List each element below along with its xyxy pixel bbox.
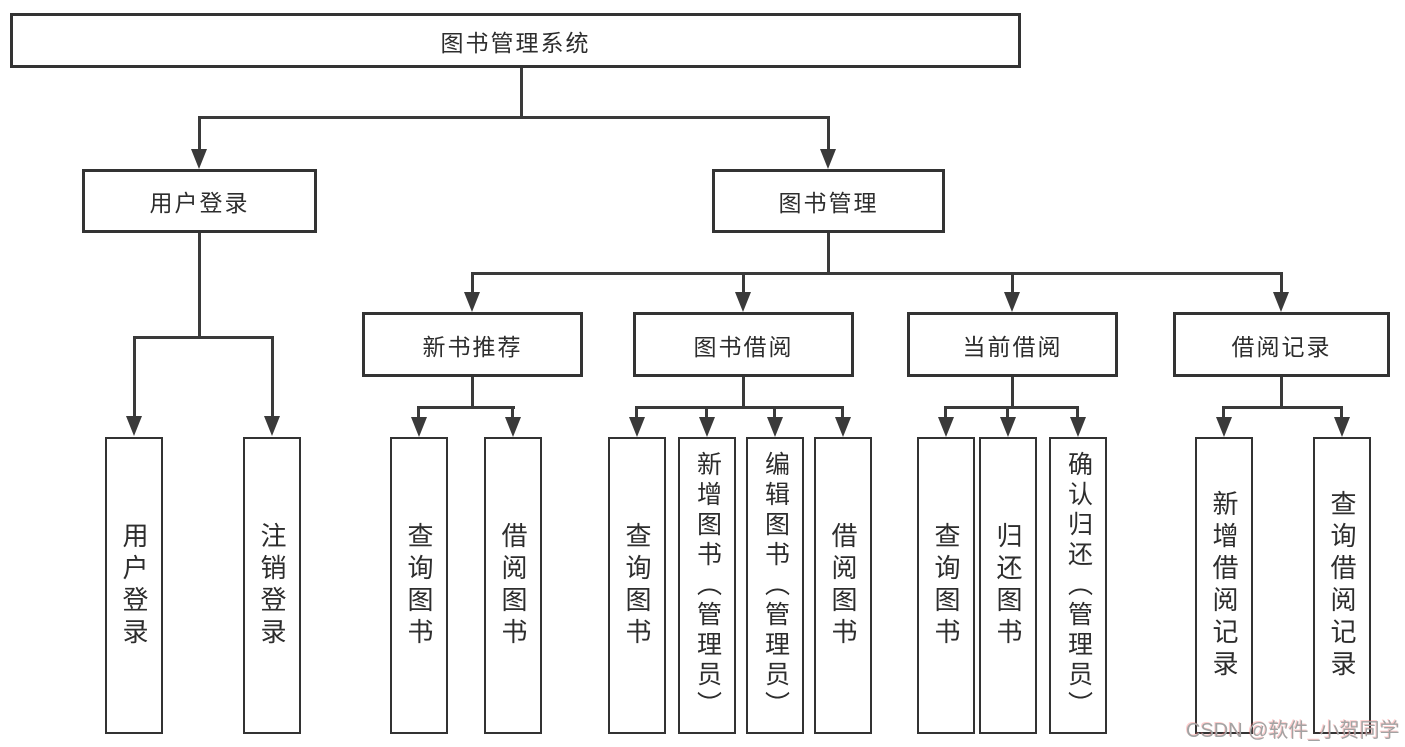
leaf-label: 注销登录: [257, 521, 287, 650]
connector-line: [635, 406, 638, 418]
node-login-logout: 注销登录: [243, 437, 301, 734]
arrowhead-down: [820, 149, 836, 169]
connector-line: [471, 272, 1283, 275]
connector-line: [827, 233, 830, 274]
node-borrowing-edit-books-admin: 编辑图书（管理员）: [746, 437, 804, 734]
arrowhead-down: [1000, 417, 1016, 437]
leaf-label: 归还图书: [993, 521, 1023, 650]
arrowhead-down: [1334, 417, 1350, 437]
connector-line: [841, 406, 844, 418]
node-current-return-books: 归还图书: [979, 437, 1037, 734]
node-user-login: 用户登录: [82, 169, 317, 233]
node-borrowing-query-books: 查询图书: [608, 437, 666, 734]
arrowhead-down: [264, 416, 280, 436]
arrowhead-down: [1216, 417, 1232, 437]
connector-line: [198, 233, 201, 337]
arrowhead-down: [699, 417, 715, 437]
connector-line: [471, 377, 474, 408]
connector-line: [198, 116, 830, 119]
arrowhead-down: [1273, 292, 1289, 312]
connector-line: [198, 116, 201, 150]
connector-line: [520, 68, 523, 117]
arrowhead-down: [126, 416, 142, 436]
arrowhead-down: [735, 292, 751, 312]
node-recommend-borrow-books: 借阅图书: [484, 437, 542, 734]
node-recommend-query-books: 查询图书: [390, 437, 448, 734]
leaf-label: 查询借阅记录: [1327, 489, 1357, 682]
leaf-label: 借阅图书: [828, 521, 858, 650]
leaf-label: 查询图书: [931, 521, 961, 650]
connector-line: [511, 406, 514, 418]
node-new-book-recommend: 新书推荐: [362, 312, 583, 377]
leaf-label: 查询图书: [404, 521, 434, 650]
connector-line: [271, 336, 274, 417]
arrowhead-down: [938, 417, 954, 437]
leaf-label: 新增借阅记录: [1209, 489, 1239, 682]
arrowhead-down: [1004, 292, 1020, 312]
node-login-user: 用户登录: [105, 437, 163, 734]
arrowhead-down: [411, 417, 427, 437]
arrowhead-down: [767, 417, 783, 437]
node-current-borrowing: 当前借阅: [907, 312, 1118, 377]
leaf-label: 确认归还（管理员）: [1064, 450, 1093, 721]
arrowhead-down: [629, 417, 645, 437]
connector-line: [1280, 377, 1283, 408]
connector-line: [1222, 406, 1343, 409]
watermark: CSDN @软件_小贺同学: [1186, 720, 1400, 742]
connector-line: [944, 406, 947, 418]
connector-line: [417, 406, 515, 409]
leaf-label: 用户登录: [119, 521, 149, 650]
node-borrowing-add-books-admin: 新增图书（管理员）: [678, 437, 736, 734]
node-root: 图书管理系统: [10, 13, 1021, 68]
arrowhead-down: [835, 417, 851, 437]
leaf-label: 新增图书（管理员）: [693, 450, 722, 721]
connector-line: [742, 377, 745, 408]
connector-line: [133, 336, 274, 339]
leaf-label: 借阅图书: [498, 521, 528, 650]
arrowhead-down: [191, 149, 207, 169]
connector-line: [773, 406, 776, 418]
arrowhead-down: [505, 417, 521, 437]
connector-line: [1076, 406, 1079, 418]
connector-line: [1340, 406, 1343, 418]
connector-line: [1011, 377, 1014, 408]
connector-line: [705, 406, 708, 418]
leaf-label: 编辑图书（管理员）: [761, 450, 790, 721]
node-records-query-record: 查询借阅记录: [1313, 437, 1371, 734]
connector-line: [1006, 406, 1009, 418]
arrowhead-down: [1070, 417, 1086, 437]
leaf-label: 查询图书: [622, 521, 652, 650]
node-borrowing-borrow-books: 借阅图书: [814, 437, 872, 734]
connector-line: [133, 336, 136, 417]
connector-line: [827, 116, 830, 150]
connector-line: [1222, 406, 1225, 418]
connector-line: [1011, 272, 1014, 293]
node-book-borrowing: 图书借阅: [633, 312, 854, 377]
node-records-add-record: 新增借阅记录: [1195, 437, 1253, 734]
node-book-management: 图书管理: [712, 169, 945, 233]
arrowhead-down: [464, 292, 480, 312]
connector-line: [1280, 272, 1283, 293]
connector-line: [417, 406, 420, 418]
connector-line: [635, 406, 843, 409]
connector-line: [742, 272, 745, 293]
connector-line: [944, 406, 1078, 409]
connector-line: [471, 272, 474, 293]
node-current-confirm-return-admin: 确认归还（管理员）: [1049, 437, 1107, 734]
node-current-query-books: 查询图书: [917, 437, 975, 734]
node-borrowing-records: 借阅记录: [1173, 312, 1390, 377]
